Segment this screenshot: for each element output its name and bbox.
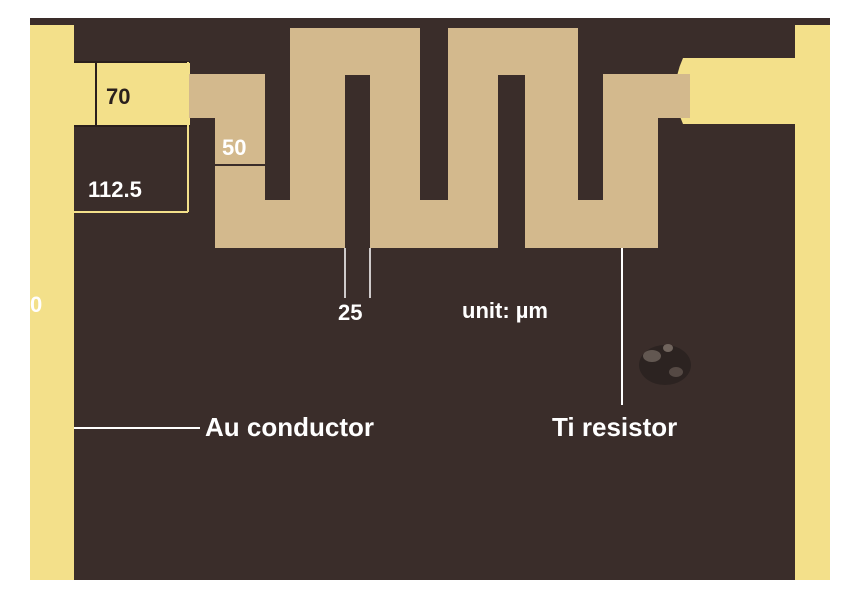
label-unit: unit: µm [462,298,548,323]
label-au-conductor: Au conductor [205,412,374,442]
debris-particle [639,344,691,385]
label-left-edge: 0 [30,292,42,317]
label-trace-width: 50 [222,135,246,160]
au-pad-right [795,25,830,580]
au-pad-left [30,25,74,580]
label-gap: 25 [338,300,362,325]
label-ti-resistor: Ti resistor [552,412,677,442]
au-pad-right-extension [675,58,795,124]
au-pad-left-extension [74,62,190,126]
ti-meander-resistor [188,28,690,248]
label-pad-height: 112.5 [88,177,142,202]
label-pad-width: 70 [106,84,130,109]
